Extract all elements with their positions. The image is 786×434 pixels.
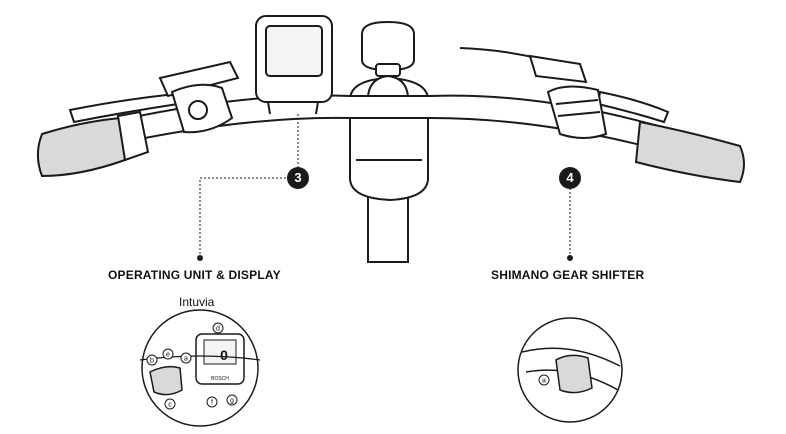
marker-g [226, 394, 238, 406]
left-grip [36, 110, 150, 178]
marker-c [164, 398, 176, 410]
marker-d-label: d [216, 326, 220, 333]
leader-dot-3 [197, 255, 203, 261]
right-brake-lever [459, 47, 670, 124]
display-mount [361, 20, 415, 97]
detail-circle-right: a [517, 317, 623, 423]
marker-d [212, 322, 224, 334]
marker-e-label: e [166, 352, 170, 359]
leader-lines [199, 114, 571, 256]
gear-shifter-label: SHIMANO GEAR SHIFTER [491, 268, 645, 282]
intuvia-label: Intuvia [179, 295, 215, 309]
mini-display-value: 0 [220, 347, 228, 363]
mini-display-brand: BOSCH [211, 376, 229, 382]
marker-e [162, 348, 174, 360]
marker-b [146, 354, 158, 366]
right-gear-shifter [546, 85, 608, 139]
right-grip [634, 120, 745, 184]
display-unit [255, 15, 333, 115]
left-control-unit [170, 83, 234, 134]
marker-c-label: c [168, 402, 172, 409]
left-brake-lever [68, 60, 240, 124]
marker-g-label: g [230, 398, 234, 405]
operating-unit-label: OPERATING UNIT & DISPLAY [108, 268, 281, 282]
marker-a [180, 352, 192, 364]
marker-a-label: a [184, 356, 188, 363]
marker-f-label: f [211, 400, 213, 407]
marker-a-right-label: a [542, 378, 546, 385]
marker-a-right [538, 374, 550, 386]
marker-f [206, 396, 218, 408]
marker-b-label: b [150, 358, 154, 365]
callout-badge-4: 4 [559, 167, 581, 189]
leader-dot-4 [567, 255, 573, 261]
callout-badge-3: 3 [287, 167, 309, 189]
detail-circle-left: 0 BOSCH b e a d c f g [139, 309, 261, 427]
